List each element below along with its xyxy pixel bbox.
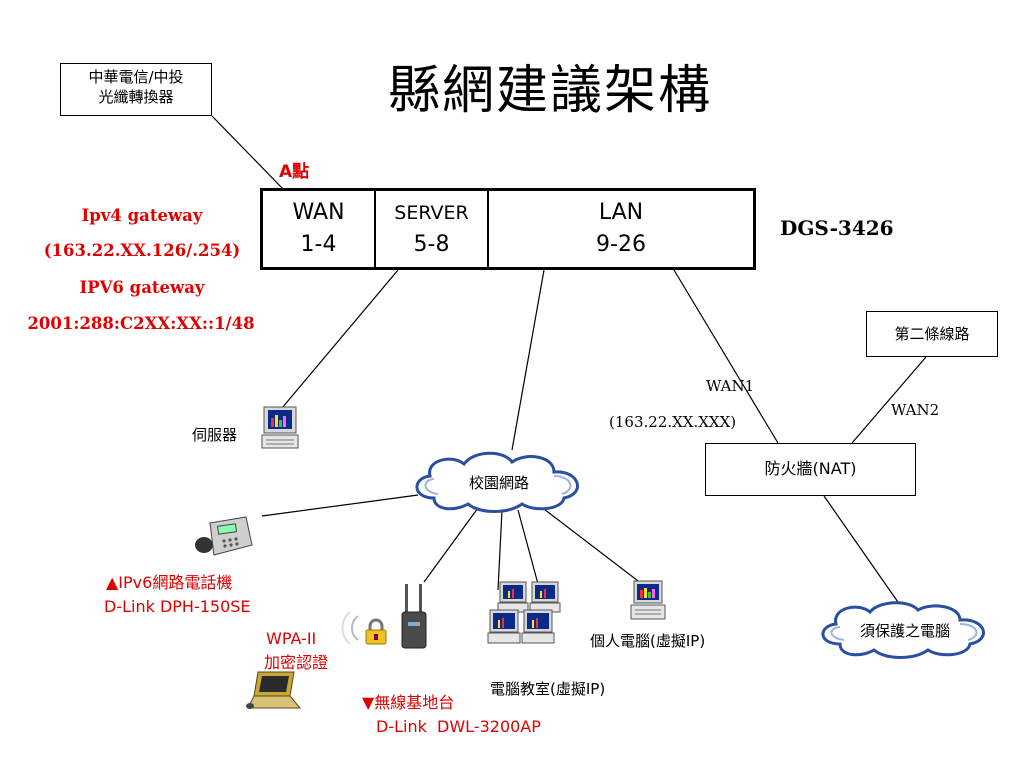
phone-label-line2: D-Link DPH-150SE xyxy=(104,597,251,616)
line-campus-to-ap xyxy=(423,507,479,583)
personal-pc-label: 個人電腦(虛擬IP) xyxy=(590,632,706,650)
line-isp-to-switch xyxy=(211,115,285,191)
wpa-label-line2: 加密認證 xyxy=(264,653,329,672)
line-lan-to-campus xyxy=(511,269,545,451)
port-server-range: 5-8 xyxy=(413,232,450,257)
ap-label-line2: D-Link DWL-3200AP xyxy=(376,717,541,736)
port-group-lan: LAN 9-26 xyxy=(489,191,753,267)
line-server-port-to-server xyxy=(281,269,399,409)
switch-ports-box: WAN 1-4 SERVER 5-8 LAN 9-26 xyxy=(260,188,756,270)
port-server-name: SERVER xyxy=(394,202,469,224)
wan1-ip-label: (163.22.XX.XXX) xyxy=(609,413,737,431)
line-campus-to-classroom-2 xyxy=(517,509,539,585)
classroom-label: 電腦教室(虛擬IP) xyxy=(490,680,606,698)
line-lan-to-firewall xyxy=(673,269,779,444)
ap-label-line1: ▼無線基地台 xyxy=(362,693,455,712)
page-title: 縣網建議架構 xyxy=(387,61,712,121)
second-line-box: 第二條線路 xyxy=(866,311,998,357)
ipv4-gateway-value: (163.22.XX.126/.254) xyxy=(43,241,241,260)
ip-phone-icon xyxy=(195,516,253,556)
wpa-label-line1: WPA-II xyxy=(266,629,317,648)
port-group-wan: WAN 1-4 xyxy=(263,191,376,267)
line-campus-to-personal-pc xyxy=(539,505,643,585)
campus-network-label: 校園網路 xyxy=(468,474,529,492)
access-point-icon xyxy=(401,584,427,649)
campus-cloud-icon xyxy=(415,451,579,513)
wireless-waves-icon xyxy=(341,611,359,645)
server-label: 伺服器 xyxy=(192,426,238,444)
phone-label-line1: ▲IPv6網路電話機 xyxy=(106,573,233,592)
lock-icon xyxy=(365,618,387,645)
line-secondline-to-firewall xyxy=(851,356,927,444)
ipv6-gateway-value: 2001:288:C2XX:XX::1/48 xyxy=(27,314,255,333)
line-campus-to-phone xyxy=(261,494,419,517)
isp-converter-box: 中華電信/中投 光纖轉換器 xyxy=(60,63,212,116)
port-lan-name: LAN xyxy=(598,200,644,225)
server-computer-icon xyxy=(261,406,299,449)
ipv6-gateway-label: IPV6 gateway xyxy=(79,278,205,297)
line-campus-to-classroom-1 xyxy=(497,509,503,591)
a-point-label: A點 xyxy=(279,162,310,182)
isp-line2: 光纖轉換器 xyxy=(98,88,174,106)
ipv4-gateway-label: Ipv4 gateway xyxy=(81,206,203,225)
protected-cloud-icon xyxy=(821,601,985,659)
laptop-icon xyxy=(246,671,302,709)
isp-line1: 中華電信/中投 xyxy=(88,68,184,86)
firewall-box: 防火牆(NAT) xyxy=(705,443,916,496)
wan1-label: WAN1 xyxy=(706,377,755,395)
line-firewall-to-protected xyxy=(823,495,901,606)
wan2-label: WAN2 xyxy=(891,401,940,419)
port-group-server: SERVER 5-8 xyxy=(376,191,489,267)
port-lan-range: 9-26 xyxy=(596,232,646,257)
port-wan-range: 1-4 xyxy=(300,232,337,257)
protected-pc-label: 須保護之電腦 xyxy=(859,622,950,640)
port-wan-name: WAN xyxy=(292,200,345,225)
personal-computer-icon xyxy=(630,580,666,620)
switch-model-label: DGS-3426 xyxy=(780,216,894,240)
classroom-computers-icon xyxy=(487,581,561,644)
